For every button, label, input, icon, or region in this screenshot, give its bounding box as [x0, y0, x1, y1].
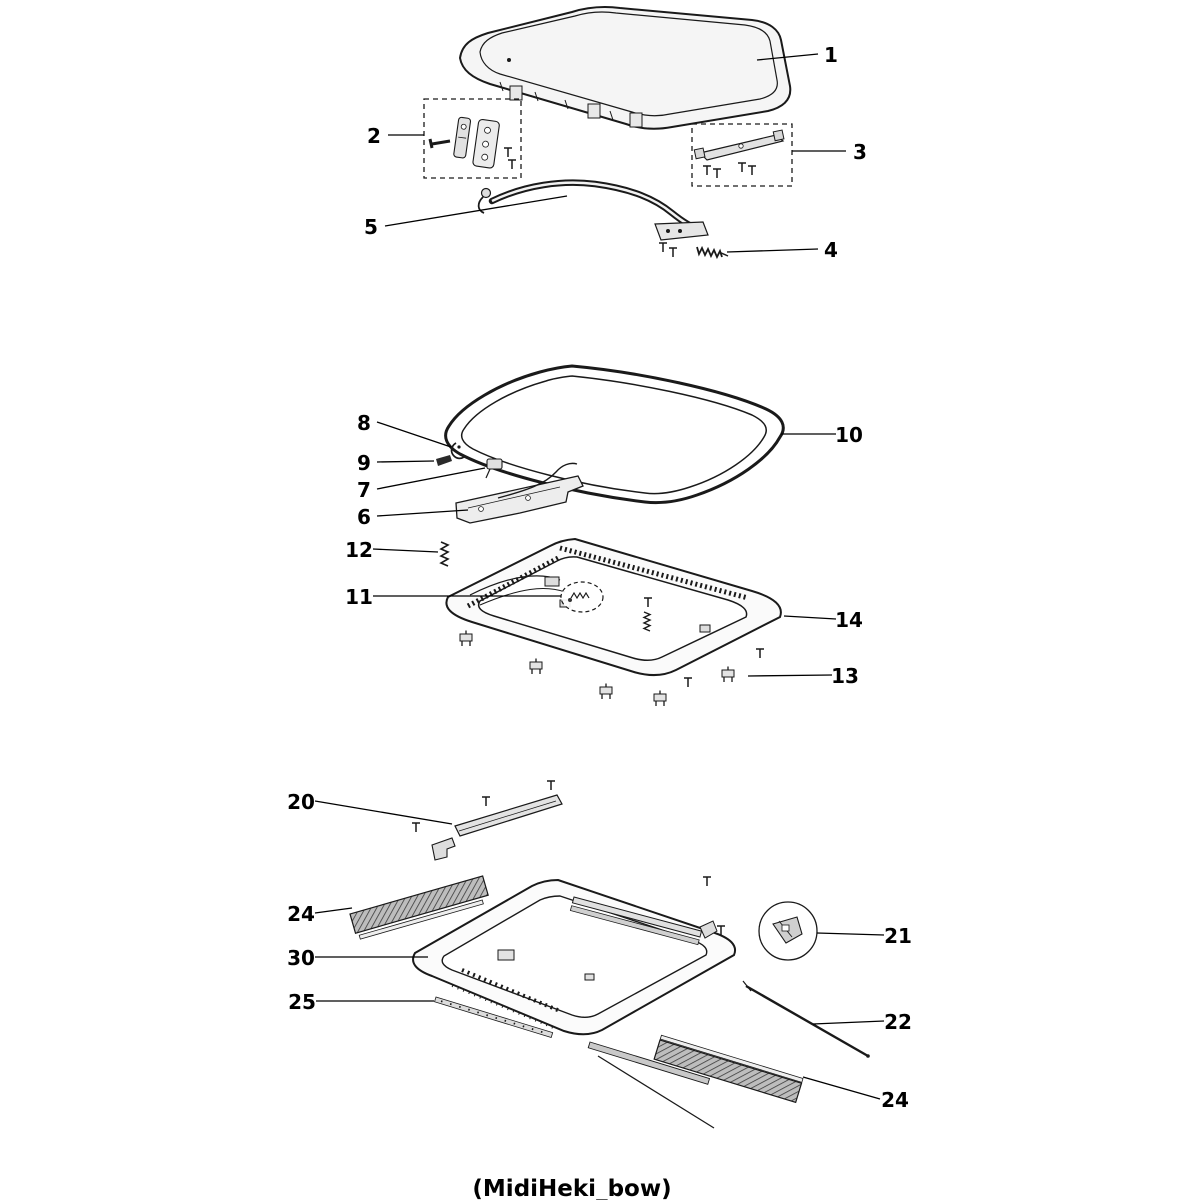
part-1-dome-lid [458, 6, 792, 130]
part-label-20: 20 [287, 790, 315, 814]
leader-13 [747, 674, 833, 677]
clip-icon [459, 629, 473, 647]
part-10-lid-seal [444, 364, 785, 505]
leader-14 [783, 615, 837, 620]
leader-24b [802, 1076, 881, 1100]
part-label-11: 11 [345, 585, 373, 609]
part-6-mounting-plate [455, 462, 584, 524]
part-9-wedge [436, 455, 452, 466]
screw-icon [747, 165, 757, 176]
leader-12 [372, 548, 439, 553]
part-8-hook [450, 442, 465, 460]
blind-rail [587, 1041, 711, 1085]
part-4-spring [696, 245, 729, 260]
part-24-blind-strip-top [349, 875, 489, 940]
leader-9 [376, 460, 435, 463]
part-label-10: 10 [835, 423, 863, 447]
screw-icon [546, 780, 556, 791]
part-label-2: 2 [367, 124, 381, 148]
dashed-box [423, 98, 522, 179]
leader-20 [314, 800, 453, 825]
part-7-clip [485, 458, 503, 479]
part-label-13: 13 [831, 664, 859, 688]
part-labels: 1 2 3 5 4 8 9 7 6 10 12 11 14 13 20 24 3… [287, 43, 912, 1112]
part-14-frame [445, 537, 782, 707]
lid-hinge-block [629, 112, 643, 128]
pull-cord-line [597, 1055, 715, 1129]
part-label-25: 25 [288, 990, 316, 1014]
part-22-rod [742, 980, 870, 1058]
screw-icon [702, 876, 712, 887]
part-label-9: 9 [357, 451, 371, 475]
screw-icon [507, 159, 517, 170]
part-25-rail-strip [434, 996, 554, 1038]
leader-4 [726, 248, 819, 253]
screw-icon [503, 147, 513, 158]
diagram-caption: (MidiHeki_bow) [472, 1176, 671, 1200]
part-label-8: 8 [357, 411, 371, 435]
part-11-spring-detail [560, 581, 604, 613]
part-label-4: 4 [824, 238, 838, 262]
part-label-12: 12 [345, 538, 373, 562]
leader-21 [816, 932, 885, 936]
leader-24a [314, 907, 353, 914]
part-label-3: 3 [853, 140, 867, 164]
part-label-1: 1 [824, 43, 838, 67]
part-3-hinge-bar [691, 123, 793, 187]
part-2-hinge-bracket-kit [423, 98, 522, 179]
clip-icon [599, 682, 613, 700]
screw-icon [755, 648, 765, 659]
leader-7 [376, 467, 486, 490]
part-13-fixing-clip [721, 665, 735, 683]
leader-lines [314, 53, 885, 1100]
part-label-21: 21 [884, 924, 912, 948]
part-label-7: 7 [357, 478, 371, 502]
screw-icon [737, 162, 747, 173]
lid-hinge-block [587, 103, 601, 119]
leader-5 [384, 195, 568, 227]
leader-6 [376, 509, 469, 517]
clip-icon [721, 665, 735, 683]
leader-8 [376, 421, 452, 448]
clip-icon [529, 657, 543, 675]
leader-1 [756, 53, 819, 61]
part-21-corner-piece [716, 901, 818, 961]
part-5-bow-arm [477, 179, 709, 258]
toothed-rack [466, 554, 562, 609]
part-label-22: 22 [884, 1010, 912, 1034]
part-label-24a: 24 [287, 902, 315, 926]
screw-icon [668, 247, 678, 258]
part-20-profile-bar [411, 780, 563, 861]
part-label-30: 30 [287, 946, 315, 970]
clip-icon [653, 689, 667, 707]
part-12-spring [439, 541, 450, 567]
part-label-6: 6 [357, 505, 371, 529]
leader-22 [812, 1020, 885, 1025]
part-24-blind-strip-bottom [653, 1034, 804, 1104]
part-label-24b: 24 [881, 1088, 909, 1112]
inner-profile-bar [569, 876, 718, 946]
screw-icon [411, 822, 421, 833]
dashed-box [691, 123, 793, 187]
part-label-5: 5 [364, 215, 378, 239]
screw-icon [702, 165, 712, 176]
screw-icon [712, 168, 722, 179]
screw-icon [481, 796, 491, 807]
rivet-row [451, 985, 557, 1030]
screw-icon [658, 242, 668, 253]
part-label-14: 14 [835, 608, 863, 632]
screw-icon [683, 677, 693, 688]
lid-hinge-block [509, 85, 523, 101]
